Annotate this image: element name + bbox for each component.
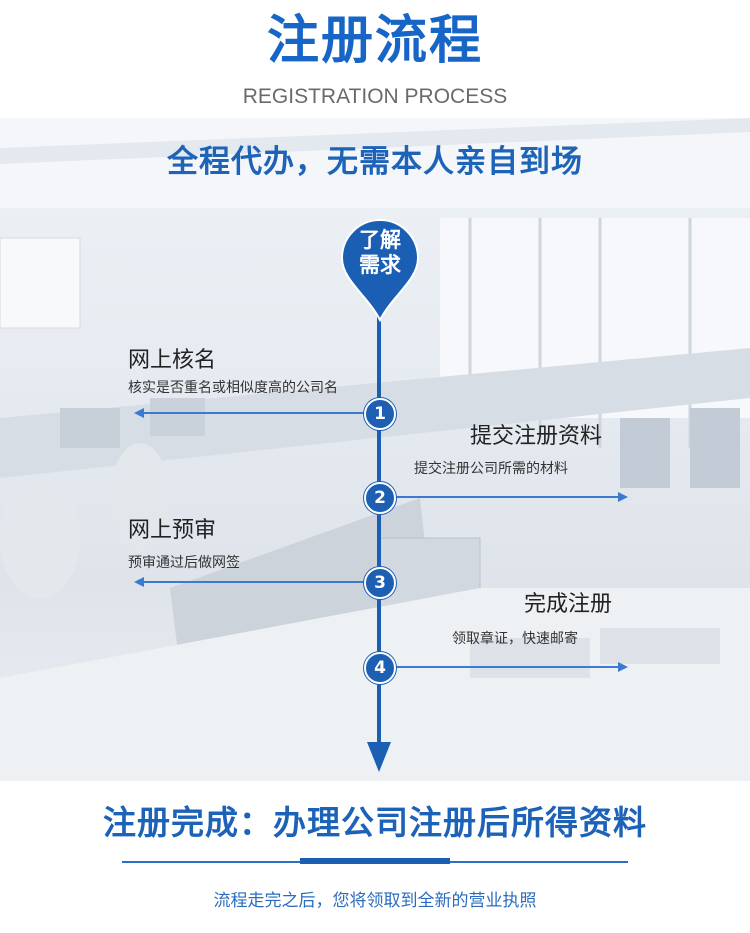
completion-note: 流程走完之后，您将领取到全新的营业执照	[213, 891, 537, 911]
step-1-connector	[142, 412, 366, 414]
step-3-badge: 3	[364, 567, 396, 599]
page-title: 注册流程	[266, 11, 483, 71]
step-4-title: 完成注册	[524, 592, 613, 617]
step-3-connector	[142, 581, 366, 583]
step-3-desc: 预审通过后做网签	[128, 555, 240, 571]
step-1-badge: 1	[364, 398, 396, 430]
slogan-text: 全程代办，无需本人亲自到场	[167, 144, 583, 180]
flow-arrow-down-icon	[367, 742, 391, 772]
start-pin-line1: 了解	[359, 228, 401, 252]
page-subtitle: REGISTRATION PROCESS	[242, 85, 508, 108]
step-2-badge: 2	[364, 482, 396, 514]
start-pin-line2: 需求	[359, 253, 401, 277]
step-2-connector	[394, 496, 620, 498]
map-pin-icon	[340, 218, 420, 323]
step-1-title: 网上核名	[128, 348, 217, 373]
step-1-desc: 核实是否重名或相似度高的公司名	[128, 380, 338, 396]
arrow-right-icon	[618, 492, 628, 502]
step-2-title: 提交注册资料	[470, 424, 603, 449]
footer-divider-accent	[300, 858, 450, 864]
start-pin-label: 了解 需求	[340, 228, 420, 278]
step-3-title: 网上预审	[128, 518, 217, 543]
step-4-desc: 领取章证，快速邮寄	[452, 631, 578, 647]
arrow-left-icon	[134, 408, 144, 418]
arrow-right-icon	[618, 662, 628, 672]
step-4-badge: 4	[364, 652, 396, 684]
arrow-left-icon	[134, 577, 144, 587]
step-4-connector	[394, 666, 620, 668]
step-2-desc: 提交注册公司所需的材料	[414, 461, 568, 477]
completion-heading: 注册完成：办理公司注册后所得资料	[103, 803, 647, 842]
flow-main-line	[377, 300, 381, 752]
